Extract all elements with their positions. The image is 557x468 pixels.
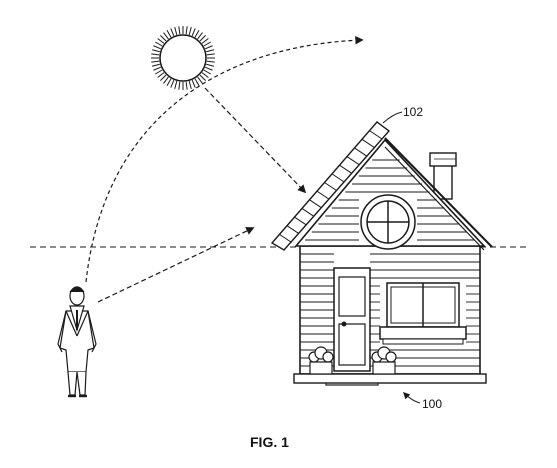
ref-label-102: 102: [403, 105, 423, 119]
leader-100: [403, 392, 421, 404]
planter-left: [308, 346, 334, 375]
person-figure: [57, 286, 97, 398]
house-foundation: [293, 373, 487, 384]
front-door: [333, 267, 371, 372]
planter-right: [371, 346, 397, 375]
chimney: [433, 164, 453, 200]
sight-line-arrow: [97, 227, 255, 303]
leader-102: [382, 111, 403, 124]
sun-ray-arrow: [204, 87, 307, 194]
solar-panel: [270, 121, 391, 251]
figure-caption: FIG. 1: [250, 434, 289, 450]
house: [270, 121, 493, 386]
round-window: [360, 194, 416, 250]
sun-path-arc: [85, 36, 364, 283]
sun-icon: [151, 26, 215, 90]
ref-label-100: 100: [422, 397, 442, 411]
front-window: [379, 282, 467, 345]
